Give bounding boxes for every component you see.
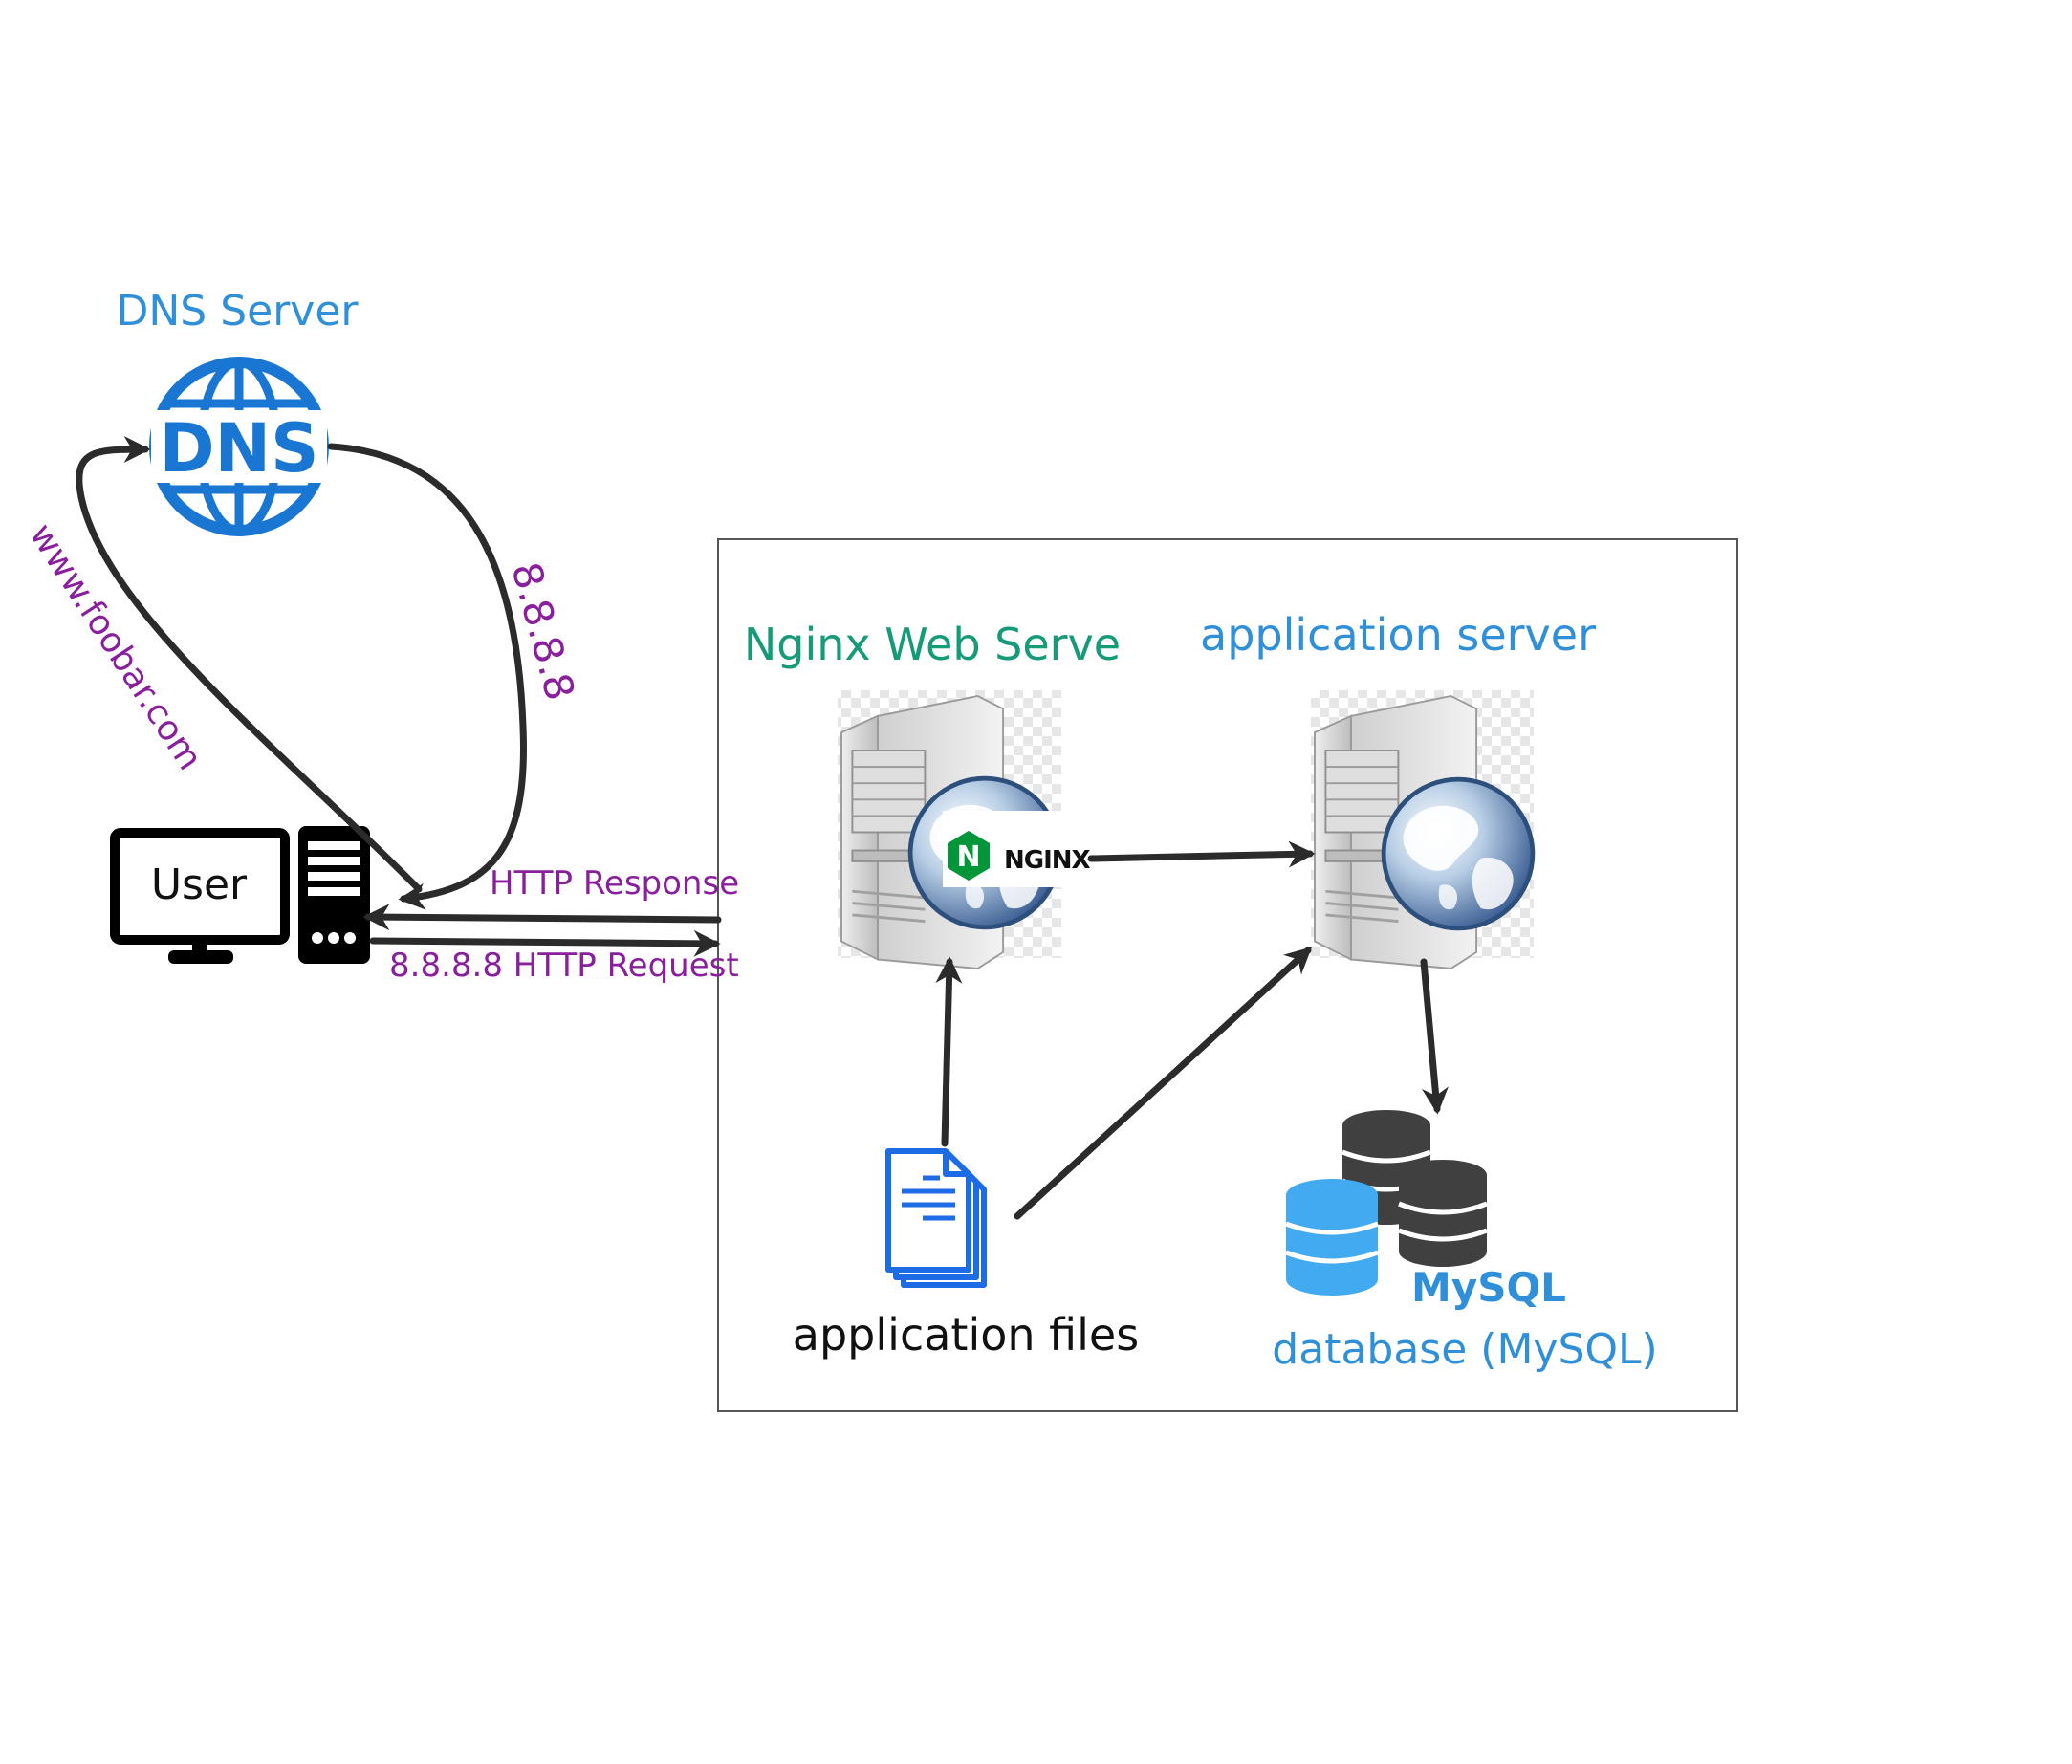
database-icon: MySQL [1285,1110,1566,1311]
app-to-database-arrow [1420,958,1449,1115]
files-to-app-arrow [1014,947,1313,1220]
dns-globe-icon: DNS [149,357,329,536]
http-request-arrow [369,929,721,957]
nginx-to-app-arrow [1087,840,1316,868]
web-server-icon: N NGINX [838,690,1092,970]
nginx-server-title: Nginx Web Serve [744,619,1121,670]
dns-query-arrow [76,436,423,893]
architecture-container [717,538,1738,1412]
nginx-logo-text: NGINX [1004,846,1091,875]
files-to-nginx-arrow [935,956,963,1147]
desktop-computer-icon [110,826,370,964]
documents-icon [885,1148,987,1288]
app-server-title: application server [1200,609,1596,661]
nginx-logo-icon: N [948,831,990,881]
http-response-label: HTTP Response [490,864,739,903]
dns-answer-arrow [327,443,527,910]
dns-query-label: www.foobar.com [21,517,209,777]
http-response-arrow [362,904,722,931]
dns-server-title: DNS Server [117,287,360,336]
app-files-label: application files [793,1309,1139,1361]
http-request-label: 8.8.8.8 HTTP Request [389,947,739,985]
user-label: User [151,860,248,909]
web-server-icon [1311,690,1534,970]
database-label: database (MySQL) [1272,1325,1657,1374]
nginx-logo-letter: N [956,840,980,874]
dns-icon-text: DNS [159,409,318,488]
mysql-logo-text: MySQL [1411,1264,1566,1311]
